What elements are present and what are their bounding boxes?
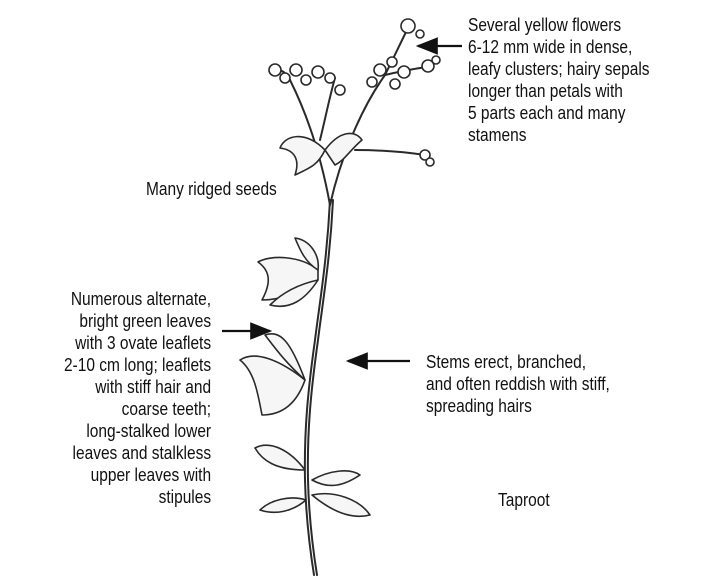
- flowers-line-2: 6-12 mm wide in dense,: [468, 36, 650, 58]
- stems-line-1: Stems erect, branched,: [426, 351, 610, 373]
- leaf-lower-1: [255, 445, 305, 470]
- leaf-upper: [280, 137, 325, 175]
- leaves-line-2: bright green leaves: [64, 310, 211, 332]
- flowers-line-4: longer than petals with: [468, 80, 650, 102]
- leaves-line-10: stipules: [64, 486, 211, 508]
- stems-line-3: spreading hairs: [426, 395, 610, 417]
- leaves-line-5: with stiff hair and: [64, 376, 211, 398]
- flower-cluster-1: [269, 64, 345, 95]
- leaves-line-6: coarse teeth;: [64, 398, 211, 420]
- leaf-lower-4: [260, 498, 306, 512]
- leaves-line-1: Numerous alternate,: [64, 288, 211, 310]
- flower-cluster-2: [367, 57, 410, 89]
- stems-line-2: and often reddish with stiff,: [426, 373, 610, 395]
- flowers-line-3: leafy clusters; hairy sepals: [468, 58, 650, 80]
- taproot-line: Taproot: [498, 489, 550, 511]
- flowers-label: Several yellow flowers 6-12 mm wide in d…: [468, 14, 650, 146]
- leaves-line-9: upper leaves with: [64, 464, 211, 486]
- leaf-lower-3: [312, 494, 370, 517]
- flowers-line-6: stamens: [468, 124, 650, 146]
- leaf-lower-2: [312, 471, 360, 486]
- seeds-label: Many ridged seeds: [146, 178, 277, 200]
- flowers-line-1: Several yellow flowers: [468, 14, 650, 36]
- seeds-line: Many ridged seeds: [146, 178, 277, 200]
- stems-label: Stems erect, branched, and often reddish…: [426, 351, 610, 417]
- branch-right-2: [355, 150, 425, 155]
- flowers-line-5: 5 parts each and many: [468, 102, 650, 124]
- leaves-label: Numerous alternate, bright green leaves …: [64, 288, 211, 508]
- flower-cluster-4: [422, 56, 440, 72]
- taproot-label: Taproot: [498, 489, 550, 511]
- leaves-line-7: long-stalked lower: [64, 420, 211, 442]
- leaves-line-4: 2-10 cm long; leaflets: [64, 354, 211, 376]
- leaves-line-8: leaves and stalkless: [64, 442, 211, 464]
- leaves-line-3: with 3 ovate leaflets: [64, 332, 211, 354]
- flower-cluster-5: [420, 150, 434, 166]
